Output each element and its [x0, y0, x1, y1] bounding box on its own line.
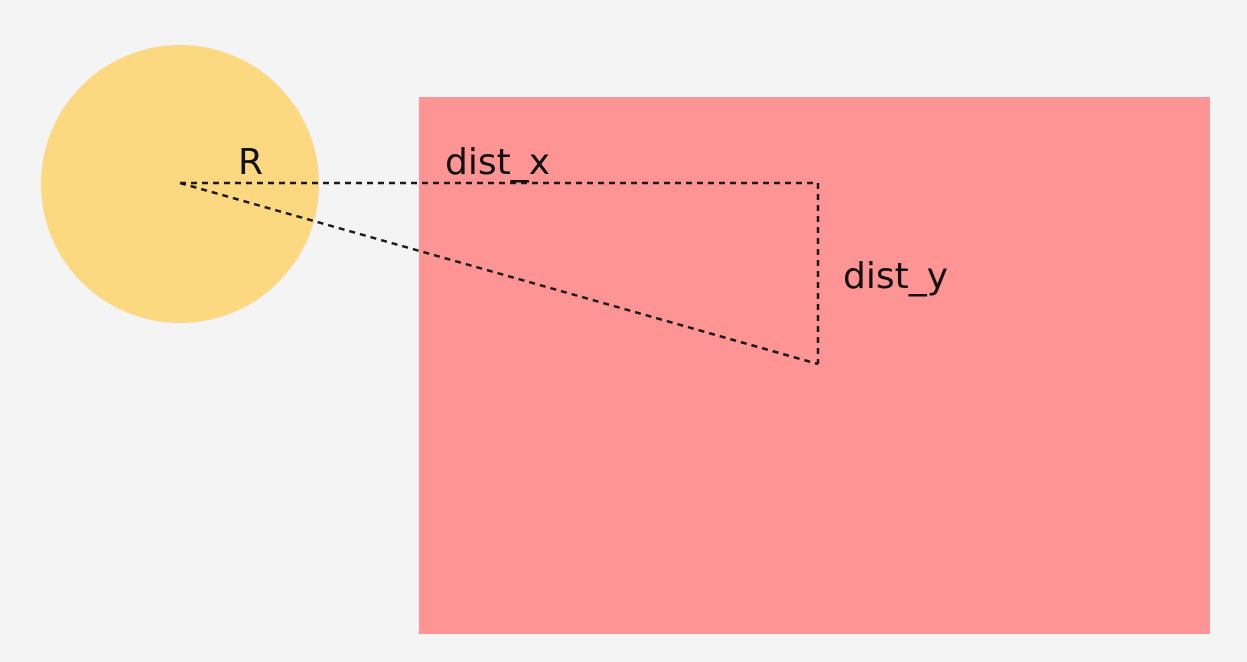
dist-y-label: dist_y — [843, 256, 948, 297]
hypotenuse-line — [179, 181, 819, 366]
rectangle-shape — [419, 97, 1210, 634]
dist-x-label: dist_x — [445, 142, 550, 183]
radius-label: R — [238, 142, 263, 183]
